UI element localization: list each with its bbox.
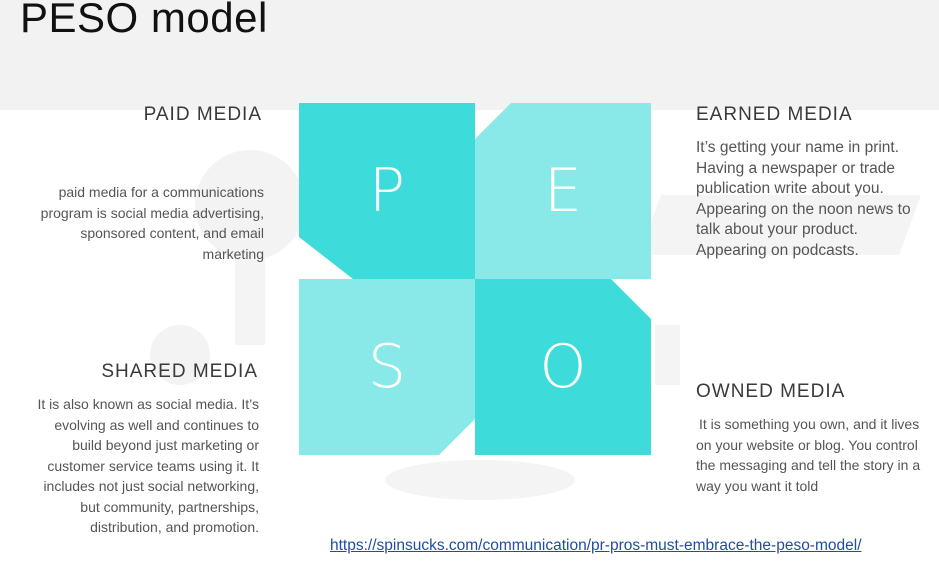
slide-title: PESO model [20,0,268,41]
letter-e: E [544,156,582,226]
background-plant [150,325,210,385]
quadrant-s-shape [299,279,475,455]
source-link[interactable]: https://spinsucks.com/communication/pr-p… [330,537,862,554]
peso-quadrant-p: P [299,103,475,279]
earned-media-heading: EARNED MEDIA [696,104,853,125]
quadrant-o-shape [475,279,651,455]
owned-media-heading: OWNED MEDIA [696,381,846,402]
shared-media-heading: SHARED MEDIA [101,361,258,382]
shared-media-description: It is also known as social media. It’s e… [37,396,259,535]
peso-quadrant-o: O [475,279,651,455]
quadrant-p-shape [299,103,475,279]
letter-s: S [367,332,407,402]
background-lamp-shade [195,150,305,260]
peso-quadrant-s: S [299,279,475,455]
peso-quadrant-e: E [475,103,651,279]
earned-media-description: It’s getting your name in print. Having … [696,139,911,259]
quadrant-e-shape [475,103,651,279]
title-band [0,0,939,110]
paid-media-description: paid media for a communications program … [40,184,264,262]
background-lamp-stand [235,255,265,345]
background-phone [655,325,680,385]
letter-o: O [539,332,587,402]
paid-media-heading: PAID MEDIA [143,104,262,125]
letter-p: P [368,156,406,226]
background-stand-base [385,460,575,500]
owned-media-description: It is something you own, and it lives on… [696,416,921,494]
